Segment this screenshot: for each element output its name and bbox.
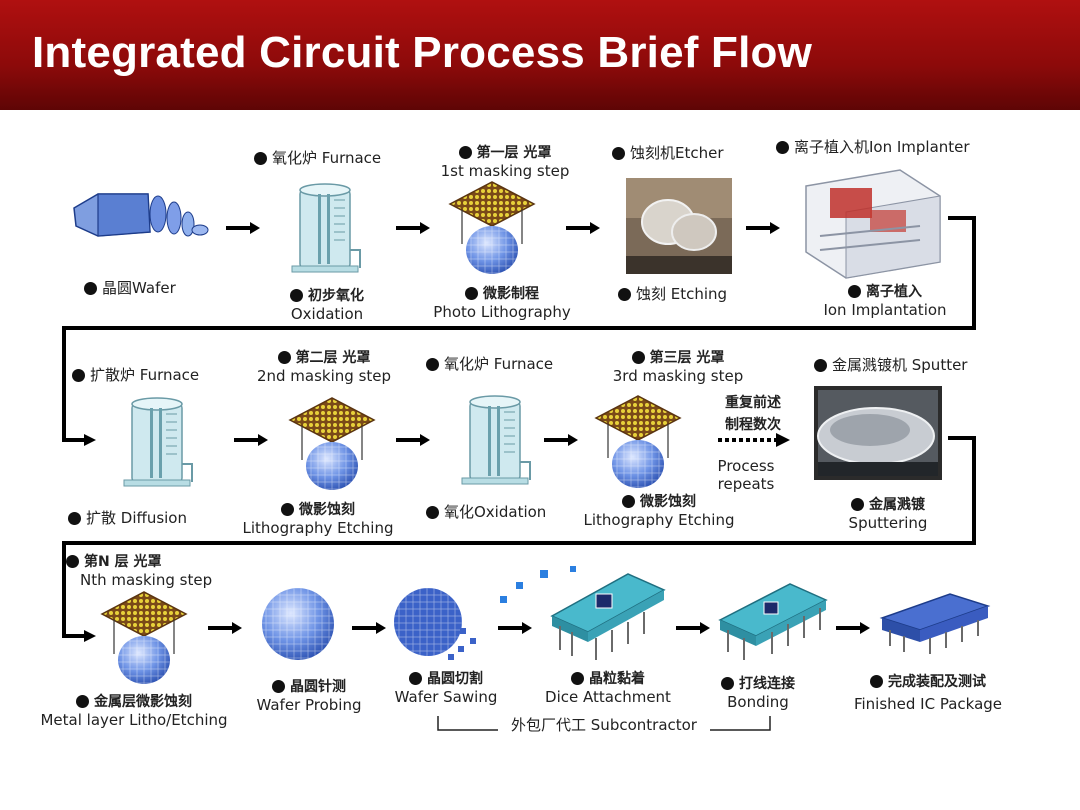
implanter-label: 离子植入机Ion Implanter [776, 138, 970, 156]
wafer-ingot-icon [73, 193, 209, 237]
photomask-icon-3 [595, 395, 681, 489]
etcher-photo [626, 178, 732, 274]
etcher-label: 蚀刻机Etcher [612, 144, 724, 162]
ion-implanter-photo [805, 169, 941, 279]
arrow-5 [232, 432, 270, 448]
sputter-label: 金属溅镀机 Sputter [814, 356, 967, 374]
mask1-label: 第一层 光罩 1st masking step [440, 145, 570, 180]
bonding-chip-icon [718, 583, 828, 660]
flow-connectors [62, 216, 976, 642]
sputtering-label: 金属溅镀 Sputtering [848, 497, 928, 532]
repeat-en-label: Process repeats [717, 457, 775, 493]
mask3-label: 第三层 光罩 3rd masking step [612, 350, 744, 385]
photomask-icon-n [101, 591, 187, 685]
mask2-label: 第二层 光罩 2nd masking step [256, 350, 392, 385]
diffusion-furnace-icon [123, 397, 193, 487]
oxidation-label: 初步氧化 Oxidation [290, 288, 364, 323]
photo-litho-label: 微影制程 Photo Lithography [433, 286, 571, 321]
bonding-label: 打线连接 Bonding [706, 674, 810, 711]
wafer-label: 晶圆Wafer [84, 279, 176, 297]
subcontractor-label: 外包厂代工 Subcontractor [511, 716, 697, 734]
arrow-11 [674, 620, 712, 636]
arrow-10 [496, 620, 534, 636]
package-label: 完成装配及测试 Finished IC Package [853, 674, 1003, 713]
diffusion-label: 扩散 Diffusion [68, 509, 187, 527]
litho-etch2-label: 微影蚀刻 Lithography Etching [583, 494, 735, 529]
page-title: Integrated Circuit Process Brief Flow [32, 28, 813, 77]
etching-label: 蚀刻 Etching [618, 285, 727, 303]
ic-package-icon [879, 593, 991, 654]
arrow-6 [394, 432, 432, 448]
furnace-icon-2 [461, 395, 531, 485]
furnace2-label: 氧化炉 Furnace [426, 355, 553, 373]
litho-etch1-label: 微影蚀刻 Lithography Etching [242, 502, 394, 537]
arrow-12 [834, 620, 872, 636]
arrow-1 [224, 220, 262, 236]
sputter-photo [814, 386, 942, 480]
metal-layer-label: 金属层微影蚀刻 Metal layer Litho/Etching [40, 694, 228, 729]
arrow-3 [564, 220, 602, 236]
dice-label: 晶粒黏着 Dice Attachment [545, 671, 671, 706]
arrow-4 [744, 220, 782, 236]
probing-label: 晶圆针测 Wafer Probing [256, 679, 362, 714]
sawn-wafer-icon [394, 566, 576, 660]
oxidation2-label: 氧化Oxidation [426, 503, 546, 521]
repeat-cn-label: 重复前述 制程数次 [725, 395, 781, 433]
arrow-2 [394, 220, 432, 236]
subcontractor-bracket [437, 716, 771, 731]
die-attach-icon [550, 573, 666, 660]
arrow-8 [206, 620, 244, 636]
arrow-9 [350, 620, 388, 636]
photomask-icon-2 [289, 397, 375, 491]
furnace-label: 氧化炉 Furnace [254, 149, 381, 167]
arrow-7 [542, 432, 580, 448]
photomask-icon [449, 181, 535, 275]
sawing-label: 晶圆切割 Wafer Sawing [394, 671, 498, 706]
furnace-icon [291, 183, 361, 273]
title-bar: Integrated Circuit Process Brief Flow [0, 0, 1080, 110]
maskn-label: 第N 层 光罩 Nth masking step [66, 552, 212, 589]
implantation-label: 离子植入 Ion Implantation [823, 284, 947, 319]
diffusion-furnace-label: 扩散炉 Furnace [72, 366, 199, 384]
wafer-icon [262, 588, 334, 660]
